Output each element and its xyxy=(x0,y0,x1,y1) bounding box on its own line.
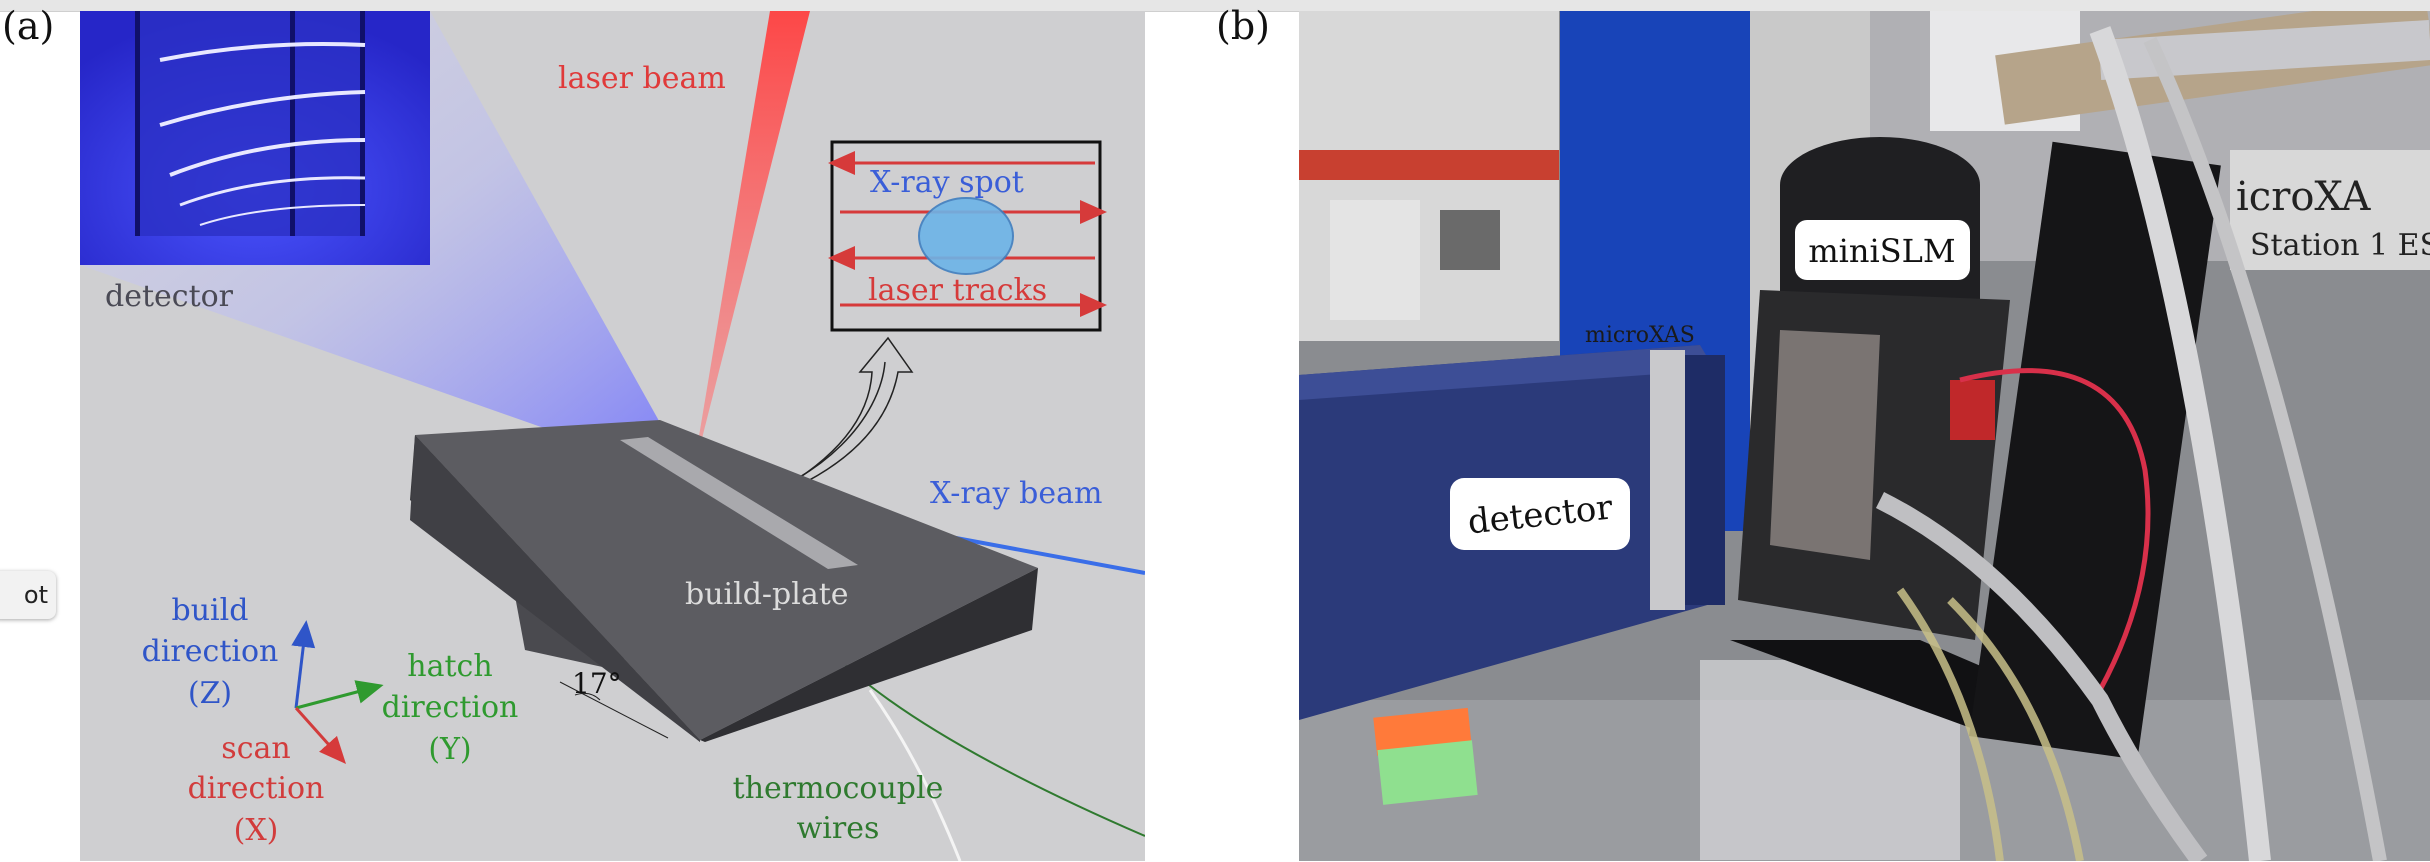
panel-a-schematic: detector laser beam X-ray spot laser tra… xyxy=(80,11,1145,861)
coordinate-axes xyxy=(291,620,384,764)
xray-spot-label: X-ray spot xyxy=(870,165,1024,200)
build-direction-label-2: direction xyxy=(142,634,279,669)
thermocouple-label-1: thermocouple xyxy=(733,771,944,806)
build-plate-label: build-plate xyxy=(685,577,849,612)
top-toolbar-strip xyxy=(0,0,2430,12)
minislm-device xyxy=(1730,137,2221,760)
build-track xyxy=(620,437,858,569)
panel-b-label: (b) xyxy=(1216,4,1270,48)
station-sign-text: Station 1 ES xyxy=(2250,228,2430,263)
thermocouple-label-2: wires xyxy=(797,811,880,846)
panel-a-label: (a) xyxy=(2,4,55,48)
laser-beam-label: laser beam xyxy=(558,61,726,96)
scan-direction-label-1: scan xyxy=(221,731,290,766)
panel-b-photo: icroXA Station 1 ES microXAS miniSLM det… xyxy=(1299,11,2430,861)
station-sign xyxy=(2230,150,2430,270)
laser-tracks-label: laser tracks xyxy=(868,273,1047,308)
microxas-label-small: microXAS xyxy=(1585,323,1695,348)
detector-label: detector xyxy=(105,279,234,314)
minislm-tag xyxy=(1795,220,1970,280)
xray-beam-label: X-ray beam xyxy=(930,476,1102,511)
thermocouple-wire-white xyxy=(868,689,962,861)
partial-tooltip: ot xyxy=(0,571,56,619)
gray-cable xyxy=(1875,491,2208,861)
xray-spot-ellipse xyxy=(918,197,1014,275)
build-direction-label-3: (Z) xyxy=(188,676,232,711)
hatch-direction-label-3: (Y) xyxy=(428,732,471,767)
scan-inset: X-ray spot laser tracks xyxy=(828,140,1107,332)
scan-direction-label-3: (X) xyxy=(234,813,279,848)
build-direction-label-1: build xyxy=(172,593,249,628)
scan-direction-label-2: direction xyxy=(188,771,325,806)
angle-label: 17° xyxy=(572,667,622,700)
hatch-direction-label-1: hatch xyxy=(407,649,492,684)
detector-image xyxy=(80,11,430,265)
microxas-sign-text: icroXA xyxy=(2236,174,2371,220)
hatch-direction-label-2: direction xyxy=(382,690,519,725)
build-plate xyxy=(410,420,1038,742)
red-cable xyxy=(1959,368,2151,692)
laser-beam xyxy=(692,11,810,478)
minislm-label: miniSLM xyxy=(1808,232,1955,270)
detector-tag xyxy=(1450,478,1630,550)
